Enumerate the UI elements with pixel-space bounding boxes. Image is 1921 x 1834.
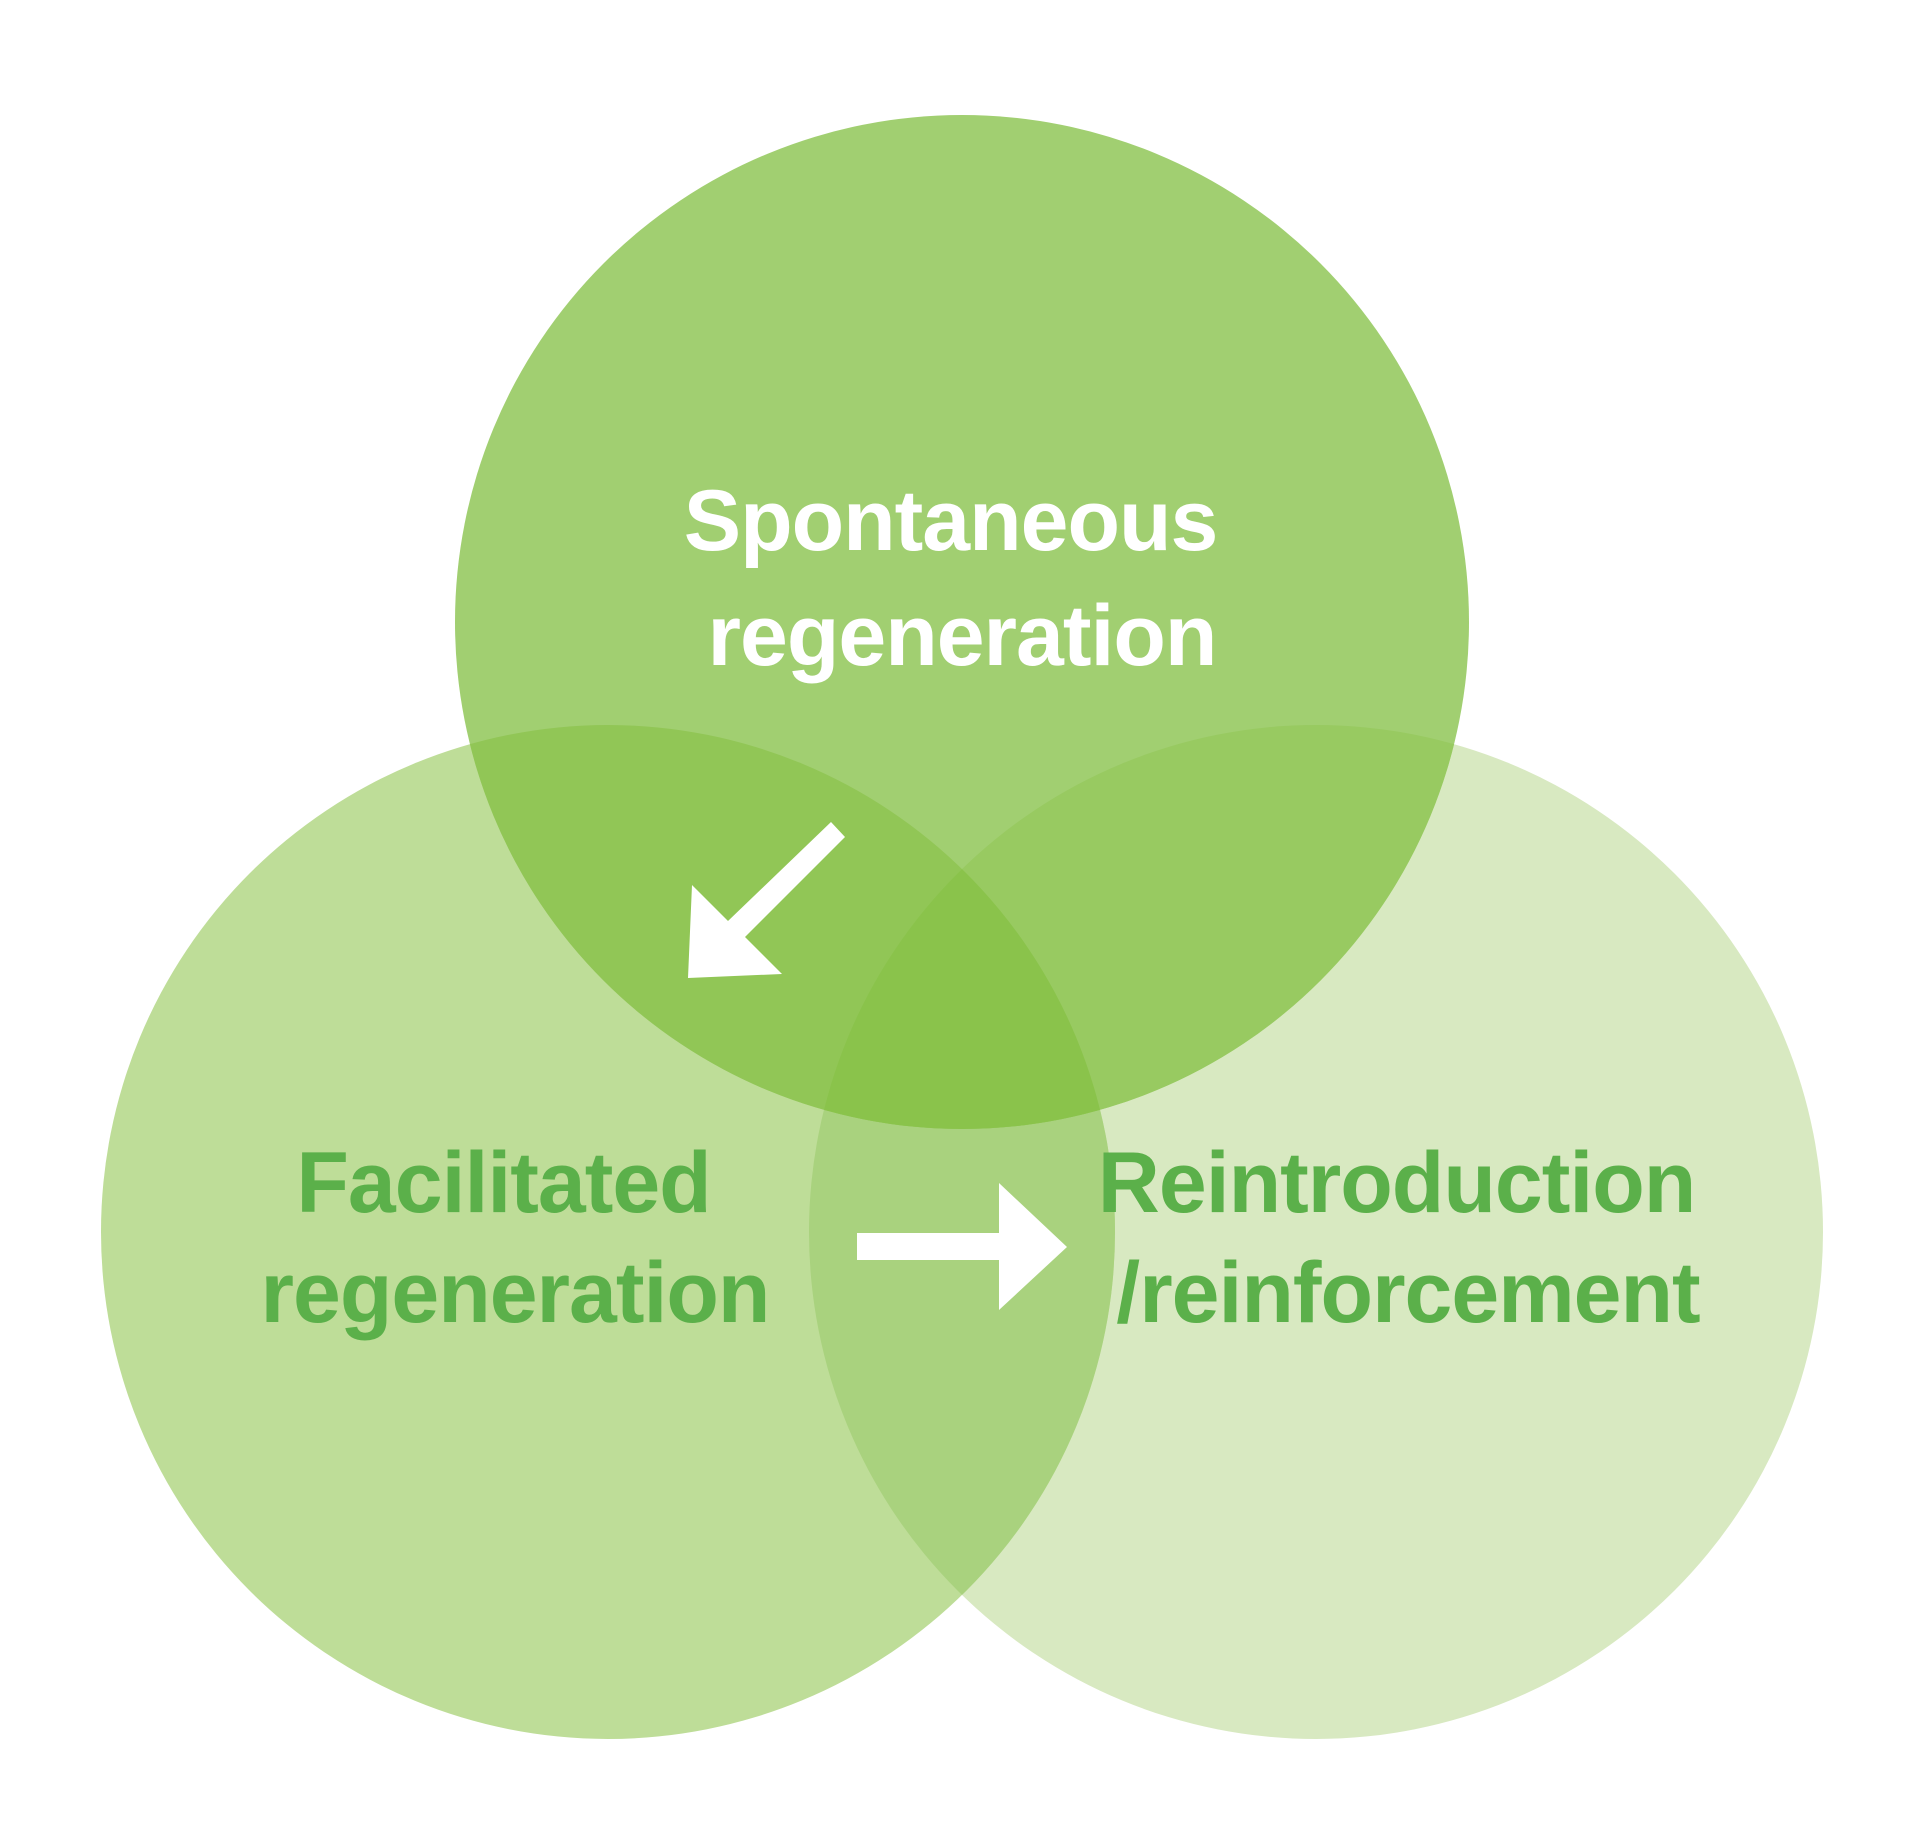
- label-facilitated-line-1: Facilitated: [296, 1135, 710, 1231]
- label-reintroduction: Reintroduction /reinforcement: [1098, 1135, 1718, 1341]
- arrow-facilitated-to-reintroduction: [857, 1183, 1067, 1310]
- overlap-spontaneous-reintroduction: [809, 725, 1469, 1129]
- label-reintroduction-line-1: Reintroduction: [1098, 1135, 1696, 1231]
- label-spontaneous-line-1: Spontaneous: [684, 473, 1218, 569]
- label-spontaneous-line-2: regeneration: [708, 588, 1217, 684]
- overlap-spontaneous-facilitated: [455, 725, 1115, 1129]
- arrow-spontaneous-to-facilitated: [688, 822, 845, 978]
- label-facilitated-line-2: regeneration: [261, 1245, 770, 1341]
- label-facilitated: Facilitated regeneration: [261, 1135, 770, 1341]
- label-reintroduction-line-2: /reinforcement: [1116, 1245, 1700, 1341]
- label-spontaneous: Spontaneous regeneration: [684, 473, 1241, 684]
